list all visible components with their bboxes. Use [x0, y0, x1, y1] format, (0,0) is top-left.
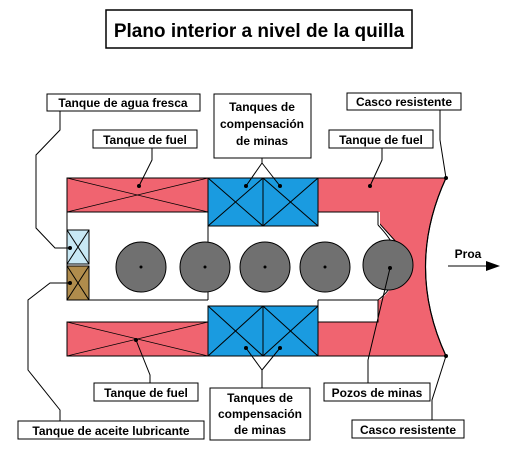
title-box [105, 9, 413, 49]
label-bow: Proa [455, 247, 482, 261]
bow-indicator: Proa [448, 247, 500, 271]
bow-arrow-icon [486, 261, 500, 271]
label-fuel-tank-top-right: Tanque de fuel [339, 133, 423, 147]
label-comp-tanks-top-3: de minas [236, 134, 288, 148]
aft-tanks [66, 229, 90, 301]
mine-corridor-outline [208, 212, 319, 307]
pressure-hull-bow-curve [424, 177, 447, 357]
label-fresh-water-tank: Tanque de agua fresca [58, 96, 187, 110]
mine-well-5 [362, 239, 414, 291]
label-comp-tanks-bottom-3: de minas [234, 423, 286, 437]
page-title: Plano interior a nivel de la quilla [114, 21, 405, 42]
leader-lines [27, 110, 447, 421]
label-comp-tanks-bottom-1: Tanques de [227, 391, 293, 405]
label-mine-wells: Pozos de minas [332, 386, 423, 400]
label-boxes: Tanque de agua fresca Tanques de compens… [17, 92, 465, 441]
label-comp-tanks-top-2: compensación [220, 117, 304, 131]
leader-dots [68, 176, 448, 358]
label-fuel-tank-top-left: Tanque de fuel [103, 133, 187, 147]
label-fuel-tank-bottom: Tanque de fuel [104, 386, 188, 400]
label-comp-tanks-bottom-2: compensación [218, 407, 302, 421]
comp-tanks-bottom [207, 305, 319, 357]
label-lube-oil-tank: Tanque de aceite lubricante [32, 424, 189, 438]
label-pressure-hull-top: Casco resistente [356, 95, 452, 109]
label-pressure-hull-bottom: Casco resistente [360, 423, 456, 437]
comp-tanks-top [207, 177, 319, 227]
label-comp-tanks-top-1: Tanques de [229, 100, 295, 114]
